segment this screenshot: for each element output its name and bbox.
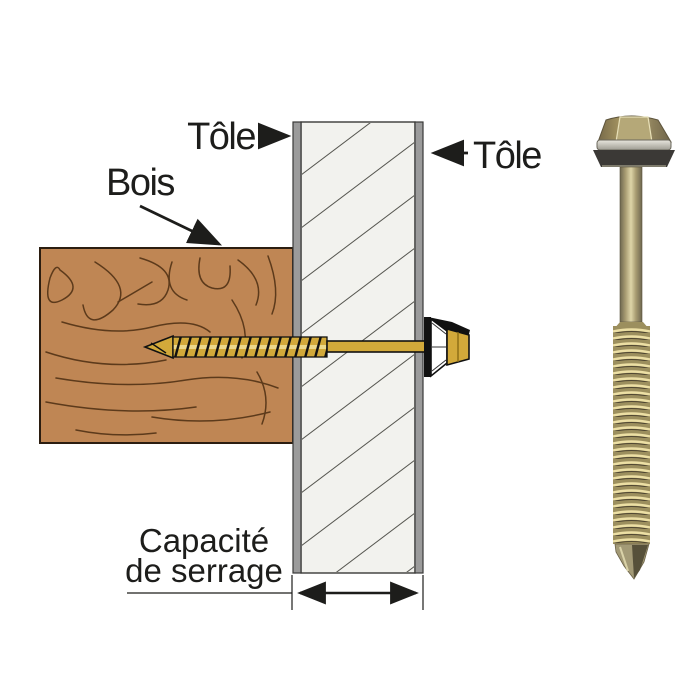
washer-fan-lines <box>431 322 447 372</box>
capacity-label-line2: de serrage <box>125 552 283 589</box>
photo-screw-head-facet <box>615 116 653 143</box>
diagram-screw <box>142 317 470 378</box>
screw-tip-flute <box>150 342 167 354</box>
panel-hatching <box>302 123 414 572</box>
screw-threads <box>172 336 328 358</box>
photo-screw-point-flute <box>632 545 648 578</box>
screw-shank <box>326 340 428 353</box>
label-tole-left: Tôle <box>187 116 255 158</box>
wood-grain <box>45 255 279 436</box>
capacity-label-line1: Capacité <box>139 522 269 559</box>
product-photo-screw <box>593 115 675 580</box>
photo-screw-rubber-seal <box>593 150 675 167</box>
point-highlight <box>619 546 629 572</box>
clamping-capacity-dimension: Capacité de serrage <box>125 522 424 610</box>
label-tole-right: Tôle <box>473 135 541 177</box>
cross-section-diagram: Tôle Tôle Bois Capacité de serrage <box>39 116 543 610</box>
metal-panel <box>292 121 424 574</box>
photo-screw-flange-washer <box>596 139 672 151</box>
screw-washer-rim <box>424 317 431 377</box>
photo-screw-threads <box>613 326 650 544</box>
arrow-bois <box>139 204 223 246</box>
photo-screw-shank <box>619 166 643 323</box>
label-bois: Bois <box>106 162 174 204</box>
